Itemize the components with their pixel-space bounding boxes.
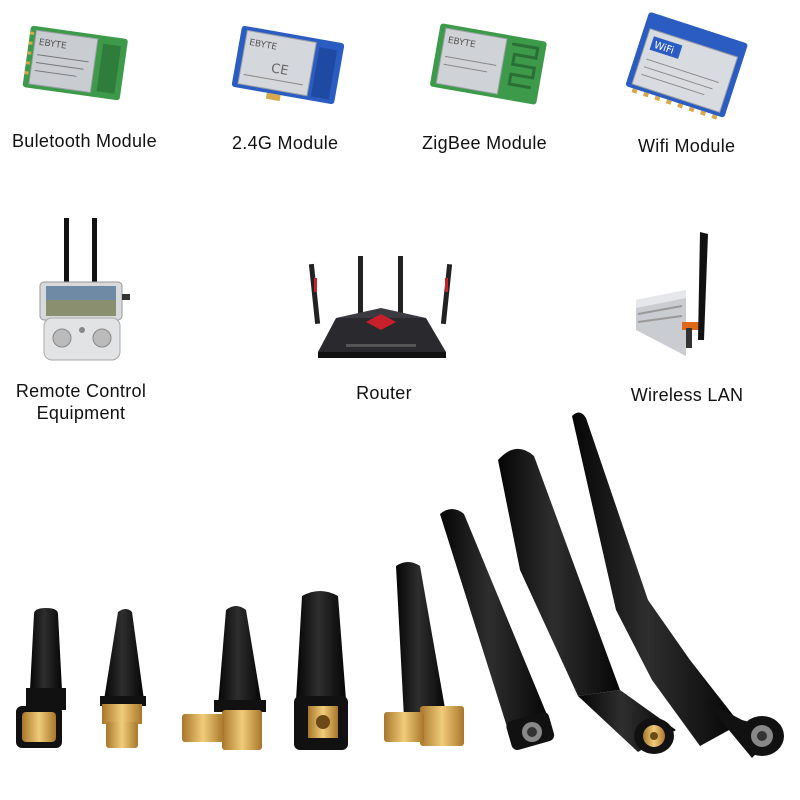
bluetooth-module-label: Buletooth Module	[12, 131, 157, 151]
remote-control-label: Remote Control Equipment	[15, 381, 147, 423]
antenna-3	[182, 606, 266, 750]
bluetooth-module-image: EBYTE	[18, 20, 133, 110]
svg-text:EBYTE: EBYTE	[447, 36, 477, 51]
antenna-7	[498, 448, 676, 754]
svg-text:EBYTE: EBYTE	[248, 38, 278, 53]
antenna-6	[440, 509, 555, 751]
router-image	[306, 256, 456, 362]
antenna-8	[572, 412, 784, 758]
wifi-module-image: WiFi	[622, 12, 752, 122]
remote-control-image	[26, 214, 136, 364]
zigbee-module-image: EBYTE	[428, 20, 548, 112]
router-label: Router	[356, 383, 412, 403]
antenna-collection	[0, 400, 800, 800]
antenna-4	[294, 591, 348, 750]
svg-text:EBYTE: EBYTE	[38, 38, 67, 52]
svg-text:CE: CE	[270, 61, 290, 79]
wireless-lan-image	[626, 230, 732, 364]
antenna-1	[16, 608, 66, 748]
antenna-2	[100, 609, 146, 748]
2-4g-module-image: EBYTE CE	[228, 20, 348, 110]
wireless-lan-label: Wireless LAN	[630, 385, 744, 405]
zigbee-module-label: ZigBee Module	[422, 133, 547, 153]
2-4g-module-label: 2.4G Module	[232, 133, 339, 153]
wifi-module-label: Wifi Module	[638, 136, 736, 156]
antenna-5	[384, 562, 464, 746]
